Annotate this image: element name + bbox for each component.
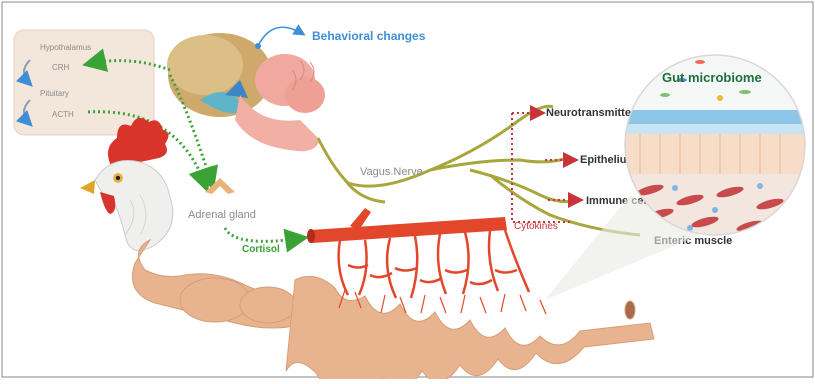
pituitary-label: Pituitary: [40, 89, 69, 98]
crh-label: CRH: [52, 63, 70, 72]
behavioral-changes-label: Behavioral changes: [312, 29, 426, 43]
vagus-nerve-label: Vagus.Nerve: [360, 166, 423, 178]
neurotransmitters-label: Neurotransmitters: [546, 107, 641, 119]
behavioral-dot: [255, 43, 261, 49]
cytokines-label: Cytokines: [514, 221, 558, 232]
acth-label: ACTH: [52, 110, 74, 119]
cortisol-label: Cortisol: [242, 244, 280, 255]
adrenal-gland-label: Adrenal gland: [188, 209, 256, 221]
gut-microbiome-label: Gut microbiome: [662, 70, 762, 85]
hypothalamus-label: Hypothalamus: [40, 43, 91, 52]
